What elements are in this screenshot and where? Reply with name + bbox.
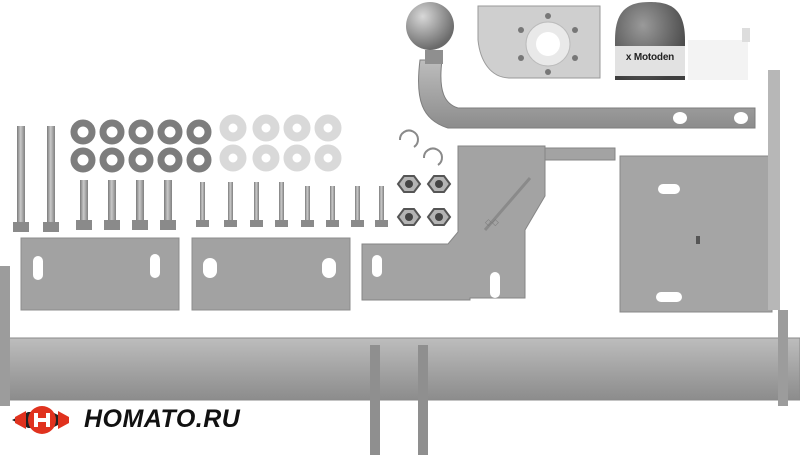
homato-logo-emblem bbox=[12, 406, 69, 434]
hitch-cap-label: x Motoden bbox=[625, 52, 675, 63]
long-bolts bbox=[13, 126, 59, 232]
homato-logo-text: HOMATO.RU bbox=[84, 405, 241, 433]
svg-text:◇◇: ◇◇ bbox=[485, 217, 499, 227]
small-bolts bbox=[196, 182, 388, 227]
socket-flange-plate bbox=[477, 5, 601, 79]
side-bracket-left: ◇◇ bbox=[361, 145, 616, 301]
tow-ball-arm bbox=[406, 2, 756, 129]
side-plate-right bbox=[619, 70, 780, 313]
medium-bolts bbox=[76, 180, 176, 230]
light-washers bbox=[219, 114, 342, 172]
spring-clips bbox=[398, 129, 443, 166]
mounting-plate-left bbox=[20, 237, 180, 311]
tow-ball-cap bbox=[615, 2, 750, 80]
nuts bbox=[396, 175, 452, 226]
cross-beam bbox=[0, 266, 800, 455]
dark-washers bbox=[70, 119, 212, 173]
mounting-plate-center bbox=[191, 237, 351, 311]
